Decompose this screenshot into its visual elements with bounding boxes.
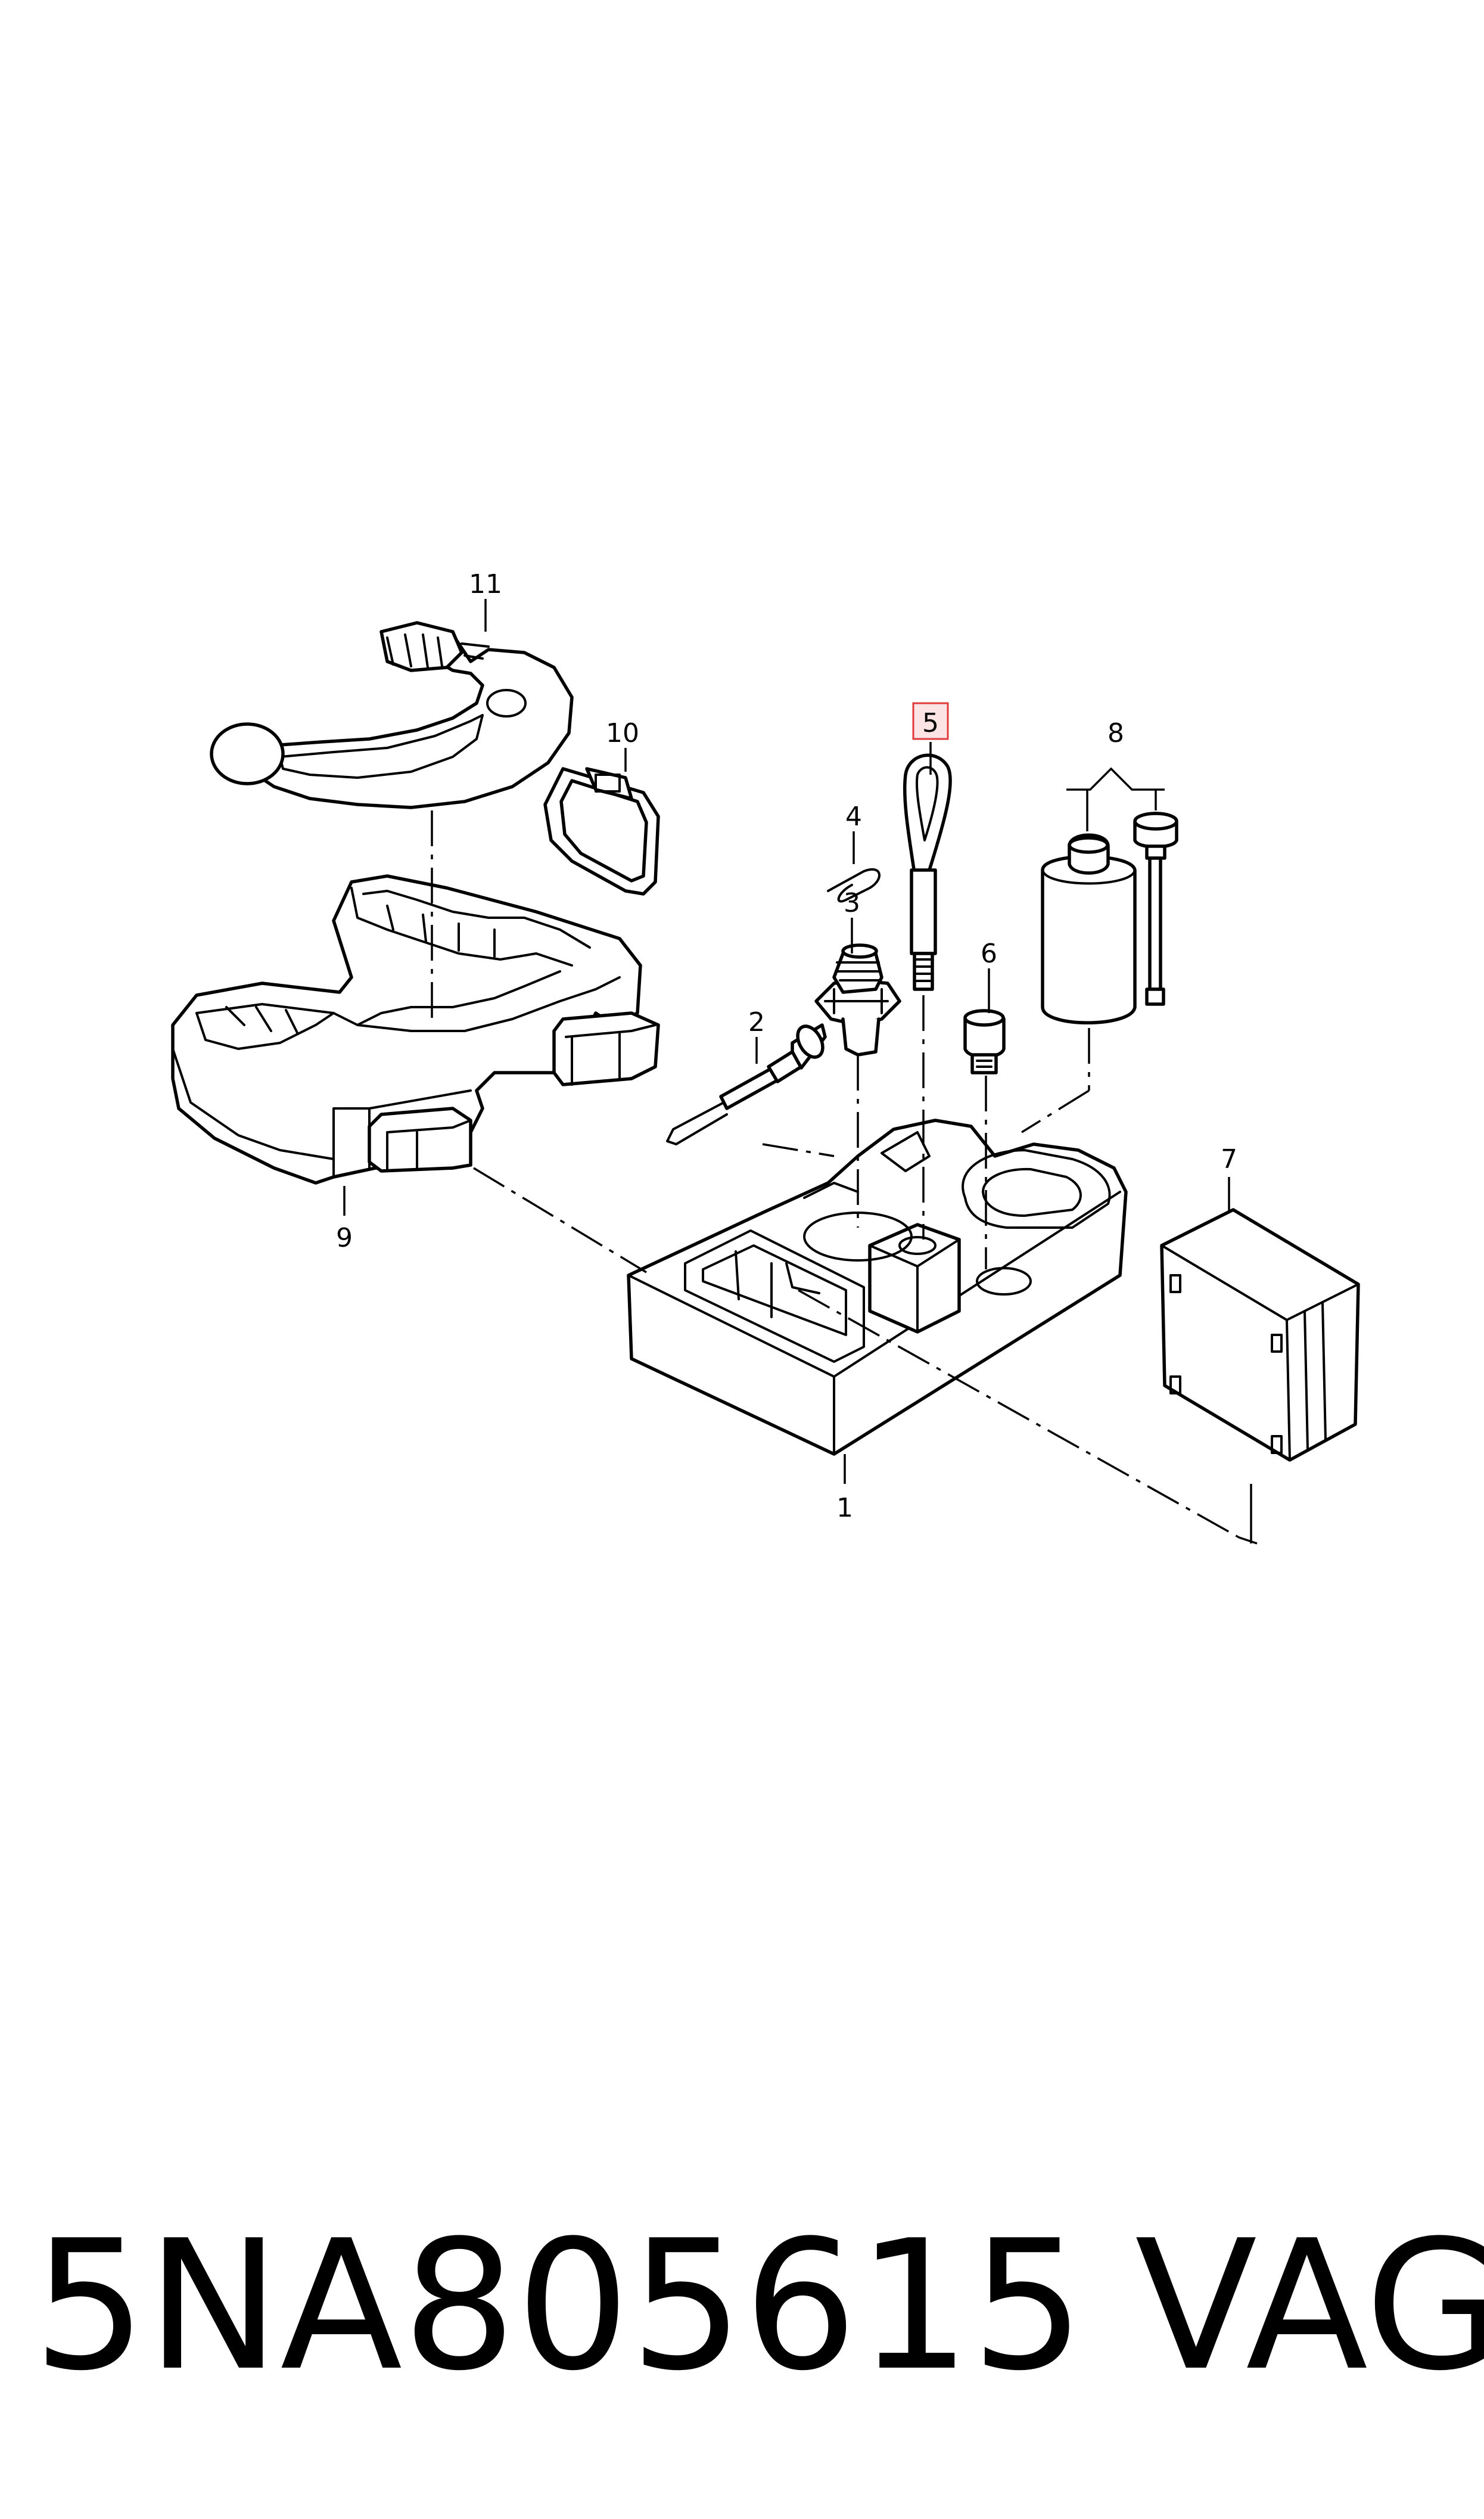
callout-11[interactable]: 11 [469, 569, 502, 600]
leader-lines [343, 599, 1230, 1484]
callouts: 11 10 5 8 4 3 6 2 7 9 1 [336, 569, 1237, 1523]
part-4-clip [827, 868, 881, 903]
callout-3[interactable]: 3 [844, 888, 860, 918]
part-3-valve-adapter [814, 943, 901, 1057]
part-5-towing-eye [903, 753, 952, 991]
part-7-case [1160, 1208, 1360, 1462]
callout-9[interactable]: 9 [336, 1223, 353, 1253]
part-2-screwdriver [666, 1023, 827, 1145]
part-8-compressor [1041, 833, 1137, 1024]
part-11-tow-eye [210, 621, 574, 809]
callout-1[interactable]: 1 [836, 1493, 853, 1523]
part-9-foam-insert [171, 874, 660, 1185]
assembly-lines [431, 810, 1258, 1545]
part-1-foam-box [627, 1119, 1128, 1456]
callout-2[interactable]: 2 [748, 1007, 765, 1038]
part-number: 5NA805615 [33, 2202, 1085, 2410]
callout-6[interactable]: 6 [981, 939, 997, 969]
part-8-rod [1133, 812, 1178, 1006]
callout-10[interactable]: 10 [606, 718, 639, 748]
part-6-bolt-adapter [963, 1009, 1006, 1074]
brand-name: VAG [1135, 2202, 1484, 2410]
caption-bar: 5NA805615 VAG [33, 2202, 1484, 2410]
callout-5-highlight [912, 702, 949, 740]
callout-5[interactable]: 5 [922, 708, 939, 738]
callout-4[interactable]: 4 [845, 802, 862, 832]
callout-8[interactable]: 8 [1107, 718, 1124, 748]
part-10-strap [543, 767, 660, 896]
callout-7[interactable]: 7 [1221, 1144, 1237, 1175]
